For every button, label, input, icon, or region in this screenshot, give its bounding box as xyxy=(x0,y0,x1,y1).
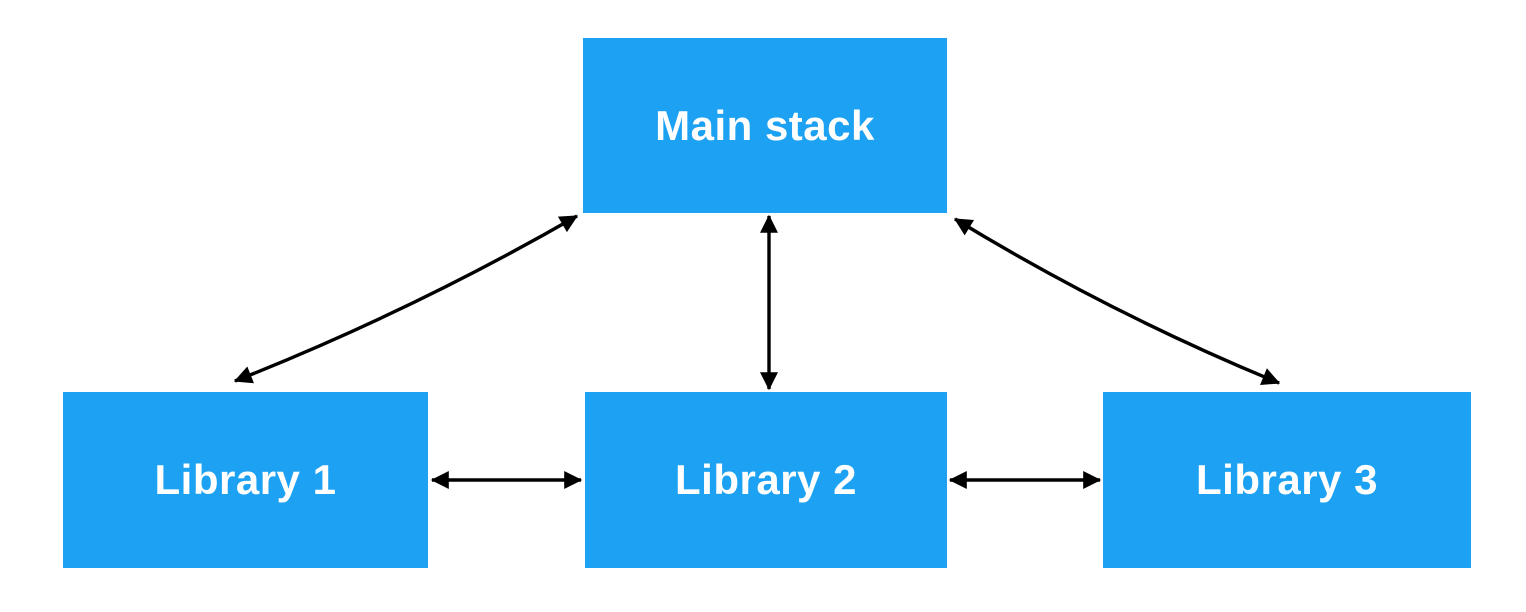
node-library-1: Library 1 xyxy=(63,392,428,568)
arrow-main-stack-library-3 xyxy=(953,217,1281,385)
node-main-stack-label: Main stack xyxy=(655,101,875,149)
node-library-2-label: Library 2 xyxy=(675,456,857,503)
node-library-1-label: Library 1 xyxy=(154,456,337,503)
node-library-3: Library 3 xyxy=(1103,392,1471,568)
node-library-2: Library 2 xyxy=(585,392,947,568)
node-main-stack: Main stack xyxy=(583,38,947,213)
node-library-3-label: Library 3 xyxy=(1196,456,1378,503)
arrow-main-stack-library-1 xyxy=(233,214,579,384)
